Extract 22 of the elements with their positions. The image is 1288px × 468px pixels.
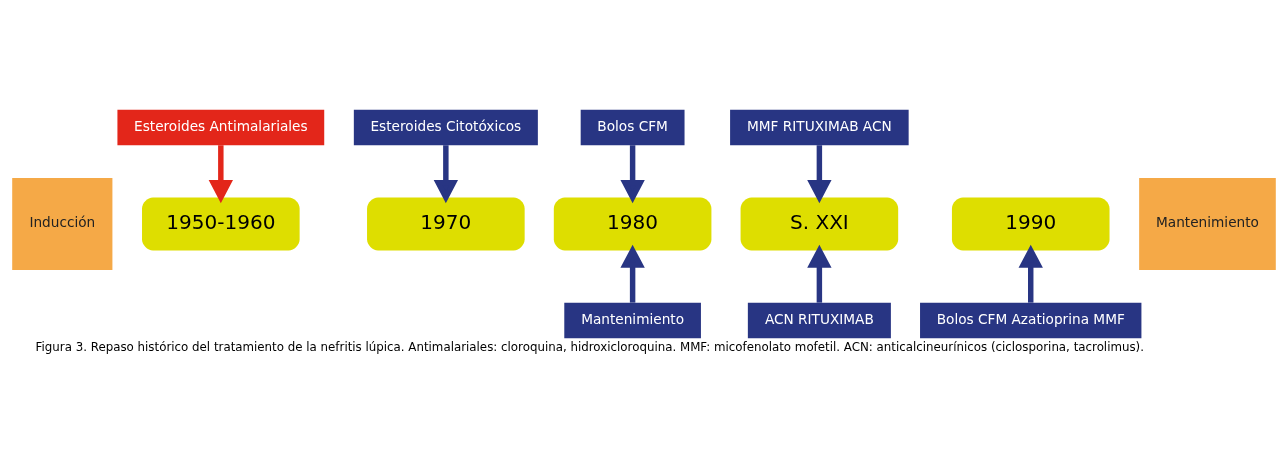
node-box: 1950-1960 [142, 197, 300, 251]
node-box: Inducción [12, 177, 113, 270]
node-box: Mantenimiento [564, 302, 701, 339]
caption: Figura 3. Repaso histórico del tratamiento de la nefritis lúpica. Antimalariales: cloroquina, hidroxicloroquina. MMF: micofenolato mofetil. ACN: anticalcineurínicos (ciclosporina, tacrolimus). [35, 340, 1145, 355]
arrow [807, 244, 832, 303]
arrow [1018, 244, 1043, 303]
arrow [433, 145, 459, 204]
node-box: 1980 [553, 197, 712, 251]
node-box: 1990 [951, 197, 1110, 251]
arrow [620, 244, 645, 303]
node-box: Mantenimiento [1139, 177, 1276, 270]
node-box: Esteroides Citotóxicos [353, 109, 538, 146]
arrow [807, 145, 832, 204]
node-box: Bolos CFM Azatioprina MMF [920, 302, 1142, 339]
arrow [620, 145, 645, 204]
node-box: Bolos CFM [580, 109, 685, 146]
node-box: ACN RITUXIMAB [747, 302, 891, 339]
node-box: 1970 [367, 197, 525, 251]
arrow [208, 145, 233, 204]
node-box: MMF RITUXIMAB ACN [730, 109, 909, 146]
node-box: S. XXI [740, 197, 899, 251]
node-box: Esteroides Antimalariales [117, 109, 325, 146]
